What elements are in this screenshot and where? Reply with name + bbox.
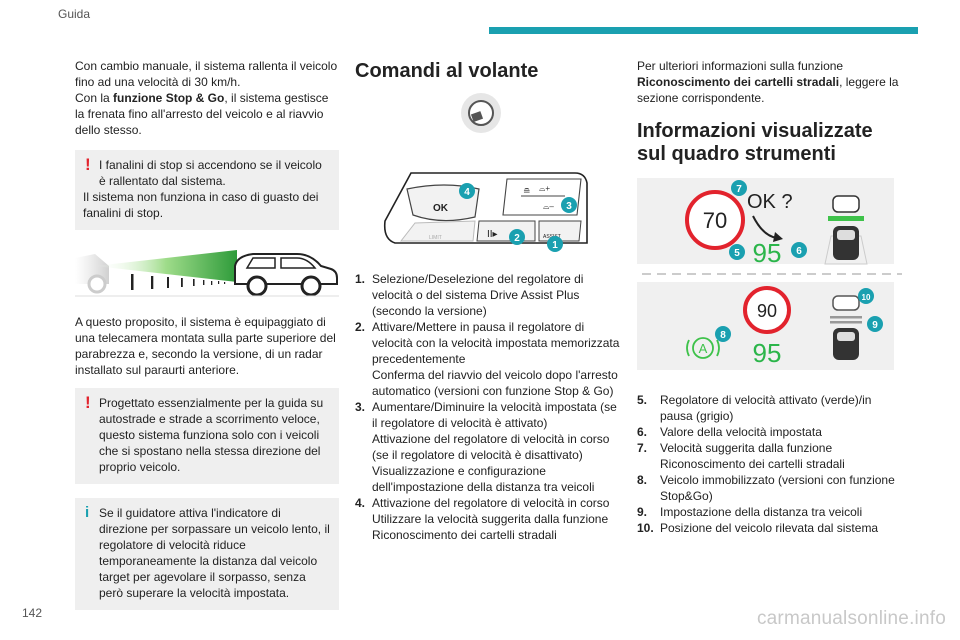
warning-exclamation-icon: ! — [85, 155, 91, 174]
column-right: Per ulteriori informazioni sulla funzion… — [627, 58, 902, 536]
set-speed-value: 95 — [753, 238, 782, 268]
ok-button-label: OK — [433, 203, 449, 214]
svg-text:⌓–: ⌓– — [543, 202, 554, 211]
svg-text:3: 3 — [566, 201, 572, 212]
svg-text:5: 5 — [734, 248, 740, 259]
svg-text:2: 2 — [514, 233, 520, 244]
svg-text:7: 7 — [736, 184, 742, 195]
speed-limit-sign: 90 — [743, 286, 791, 334]
bold-term: funzione Stop & Go — [113, 91, 225, 105]
paragraph: Con la funzione Stop & Go, il sistema ge… — [75, 91, 329, 137]
running-header: Guida — [58, 7, 91, 21]
svg-text:90: 90 — [757, 301, 777, 321]
column-left: Con cambio manuale, il sistema rallenta … — [75, 58, 339, 610]
steering-wheel-icon — [461, 93, 501, 133]
numbered-list: 5.Regolatore di velocità attivato (verde… — [637, 392, 902, 536]
page-number: 142 — [22, 606, 43, 620]
svg-text:8: 8 — [720, 330, 726, 341]
list-item: 9.Impostazione della distanza tra veicol… — [637, 505, 863, 519]
instrument-display-figure: 70 OK ? 95 90 95 A — [627, 178, 902, 374]
list-item: 6.Valore della velocità impostata — [637, 425, 822, 439]
svg-text:4: 4 — [464, 187, 470, 198]
list-item: 4.Attivazione del regolatore di velocità… — [355, 496, 610, 542]
svg-text:⌓+: ⌓+ — [539, 184, 550, 193]
steering-wheel-controls-figure: OK ⌓+ ≘ ⌓– LIMIT II▸ ASSIST 4 3 2 1 — [355, 93, 620, 253]
warning-note: ! Progettato essenzialmente per la guida… — [75, 388, 339, 484]
list-item: 8.Veicolo immobilizzato (versioni con fu… — [637, 473, 895, 503]
paragraph: Per ulteriori informazioni sulla funzion… — [637, 59, 899, 105]
info-i-icon: i — [85, 504, 90, 521]
limit-button-label: LIMIT — [429, 235, 442, 241]
svg-text:1: 1 — [552, 240, 558, 251]
list-item: 10.Posizione del veicolo rilevata dal si… — [637, 521, 879, 535]
speed-limit-sign: 70 — [685, 190, 745, 250]
svg-text:6: 6 — [796, 246, 802, 257]
ok-prompt: OK ? — [747, 191, 793, 213]
section-heading: Informazioni visualizzate sul quadro str… — [637, 120, 873, 165]
set-speed-value: 95 — [753, 338, 782, 368]
svg-text:10: 10 — [862, 293, 871, 302]
auto-hold-icon: A — [686, 337, 720, 359]
distance-setting-icon — [830, 295, 862, 360]
header-accent-bar — [489, 27, 918, 34]
vehicle-ahead-icon — [824, 195, 868, 265]
info-note: i Se il guidatore attiva l'indicatore di… — [75, 498, 339, 610]
list-item: 7.Velocità suggerita dalla funzione Rico… — [637, 441, 845, 471]
list-item: 2.Attivare/Mettere in pausa il regolator… — [355, 320, 620, 398]
warning-exclamation-icon: ! — [85, 393, 91, 412]
paragraph: A questo proposito, il sistema è equipag… — [75, 315, 336, 377]
svg-text:70: 70 — [703, 208, 727, 233]
svg-text:9: 9 — [872, 320, 878, 331]
list-item: 1.Selezione/Deselezione del regolatore d… — [355, 272, 584, 318]
paragraph: Con cambio manuale, il sistema rallenta … — [75, 59, 338, 89]
bold-term: Riconoscimento dei cartelli stradali — [637, 75, 840, 89]
watermark: carmanualsonline.info — [756, 608, 946, 629]
list-item: 5.Regolatore di velocità attivato (verde… — [637, 393, 872, 423]
radar-car-illustration — [75, 244, 339, 302]
svg-text:II▸: II▸ — [487, 229, 498, 240]
section-heading: Comandi al volante — [355, 60, 539, 82]
list-item: 3.Aumentare/Diminuire la velocità impost… — [355, 400, 617, 494]
svg-text:A: A — [699, 341, 708, 356]
column-middle: Comandi al volante OK ⌓+ ≘ ⌓– LIMIT II▸ … — [355, 58, 620, 543]
warning-note: ! I fanalini di stop si accendono se il … — [75, 150, 339, 230]
svg-text:≘: ≘ — [523, 186, 531, 196]
numbered-list: 1.Selezione/Deselezione del regolatore d… — [355, 271, 620, 543]
